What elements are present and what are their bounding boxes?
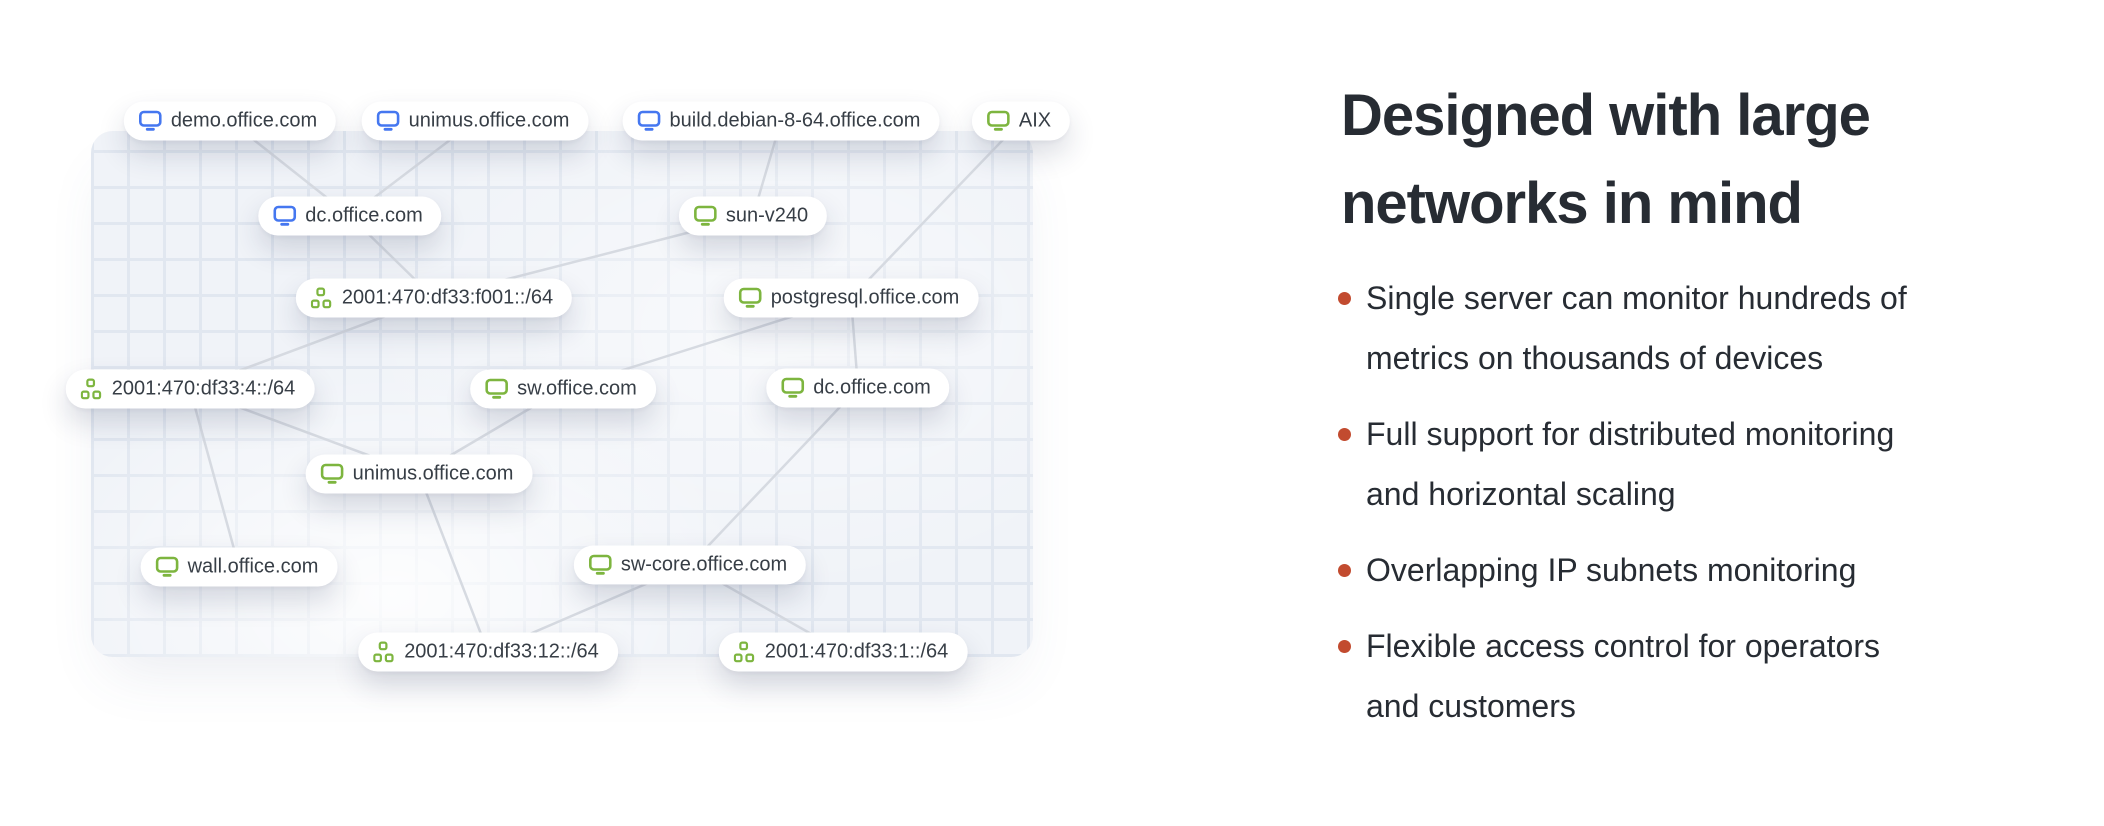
list-item: Flexible access control for operators an… (1338, 616, 2062, 736)
feature-bullet-text: Flexible access control for operators an… (1366, 628, 1880, 724)
map-node-subnet-1: 2001:470:df33:1::/64 (718, 632, 968, 672)
bullet-dot (1338, 292, 1351, 305)
map-node-sw-core: sw-core.office.com (573, 545, 807, 585)
map-node-demo: demo.office.com (123, 101, 337, 141)
monitor-icon (485, 378, 508, 400)
map-node-label: unimus.office.com (408, 109, 570, 132)
map-node-subnet-12: 2001:470:df33:12::/64 (358, 632, 618, 672)
monitor-icon (738, 287, 762, 309)
monitor-icon (781, 377, 805, 399)
map-node-unimus-mid: unimus.office.com (305, 454, 533, 494)
bullet-dot (1338, 428, 1351, 441)
monitor-icon (155, 556, 179, 578)
list-item: Full support for distributed monitoring … (1338, 404, 2062, 524)
map-node-label: postgresql.office.com (770, 286, 960, 309)
map-node-label: 2001:470:df33:12::/64 (404, 640, 599, 663)
map-node-dc-top: dc.office.com (258, 196, 442, 236)
map-node-label: demo.office.com (170, 109, 318, 132)
map-node-build: build.debian-8-64.office.com (622, 101, 940, 141)
map-node-label: 2001:470:df33:4::/64 (111, 377, 296, 400)
monitor-icon (637, 110, 661, 132)
map-node-label: 2001:470:df33:1::/64 (764, 640, 949, 663)
map-node-subnet-f001: 2001:470:df33:f001::/64 (295, 278, 573, 318)
monitor-icon (376, 110, 400, 132)
feature-bullet-text: Full support for distributed monitoring … (1366, 416, 1895, 512)
map-node-subnet-4: 2001:470:df33:4::/64 (65, 369, 315, 409)
map-node-sun-v240: sun-v240 (678, 196, 828, 236)
feature-list: Single server can monitor hundreds of me… (1338, 268, 2062, 752)
monitor-icon (694, 205, 717, 227)
monitor-icon (320, 463, 344, 485)
map-node-label: sw.office.com (517, 377, 637, 400)
map-node-label: dc.office.com (305, 204, 423, 227)
map-node-wall: wall.office.com (140, 547, 338, 587)
map-node-unimus-top: unimus.office.com (361, 101, 589, 141)
page-title: Designed with large networks in mind (1341, 83, 1871, 236)
list-item: Overlapping IP subnets monitoring (1338, 540, 2062, 600)
map-node-postgresql: postgresql.office.com (723, 278, 979, 318)
subnet-icon (733, 641, 756, 663)
map-node-label: sw-core.office.com (620, 553, 788, 576)
map-node-label: sun-v240 (725, 204, 809, 227)
map-node-aix: AIX (971, 101, 1071, 141)
feature-bullet-text: Single server can monitor hundreds of me… (1366, 280, 1907, 376)
map-node-label: AIX (1018, 109, 1052, 132)
monitor-icon (139, 110, 162, 132)
monitor-icon (273, 205, 297, 227)
map-node-label: build.debian-8-64.office.com (669, 109, 921, 132)
bullet-dot (1338, 640, 1351, 653)
monitor-icon (987, 110, 1010, 132)
map-node-label: unimus.office.com (352, 462, 514, 485)
bullet-dot (1338, 564, 1351, 577)
map-node-dc-mid: dc.office.com (766, 368, 950, 408)
map-node-label: 2001:470:df33:f001::/64 (341, 286, 554, 309)
subnet-icon (310, 287, 333, 309)
subnet-icon (373, 641, 395, 663)
list-item: Single server can monitor hundreds of me… (1338, 268, 2062, 388)
map-node-label: dc.office.com (813, 376, 931, 399)
feature-bullet-text: Overlapping IP subnets monitoring (1366, 552, 1857, 588)
map-node-sw: sw.office.com (470, 369, 656, 409)
subnet-icon (80, 378, 103, 400)
monitor-icon (589, 554, 612, 576)
map-node-label: wall.office.com (187, 555, 319, 578)
